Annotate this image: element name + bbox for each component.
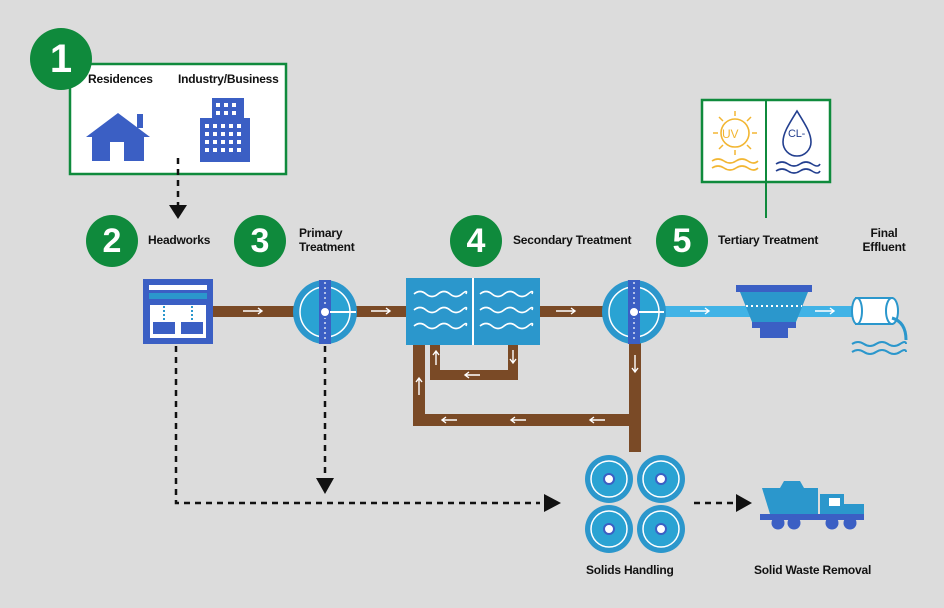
secondary-clarifier-icon xyxy=(602,280,666,344)
primary-treatment-label-line2: Treatment xyxy=(299,240,355,254)
dump-truck-icon xyxy=(760,481,864,530)
waste-arrowhead xyxy=(736,494,752,512)
step-1-badge: 1 xyxy=(30,28,92,90)
headworks-label: Headworks xyxy=(148,233,211,247)
primary-clarifier-icon xyxy=(293,280,357,344)
effluent-flow-arrows xyxy=(690,307,836,315)
step-5-badge: 5 xyxy=(656,215,708,267)
final-effluent-label-line1: Final xyxy=(870,226,898,240)
flow-arrows xyxy=(243,307,639,424)
residences-label: Residences xyxy=(88,72,153,86)
return-sludge-loop xyxy=(413,340,641,452)
step-2-badge: 2 xyxy=(86,215,138,267)
step-4-badge: 4 xyxy=(450,215,502,267)
influent-arrowhead xyxy=(169,205,187,219)
solids-digester xyxy=(585,505,633,553)
tertiary-treatment-label: Tertiary Treatment xyxy=(718,233,819,247)
aeration-basin-icon xyxy=(406,278,540,345)
secondary-treatment-label: Secondary Treatment xyxy=(513,233,632,247)
sludge-dashed-lines xyxy=(174,346,736,505)
step-3-badge: 3 xyxy=(234,215,286,267)
outfall-pipe-icon xyxy=(851,297,908,341)
building-icon xyxy=(200,98,250,162)
tertiary-filter-icon xyxy=(736,285,812,338)
chlorine-drop-icon xyxy=(775,109,821,174)
headworks-icon xyxy=(143,279,213,344)
uv-label: UV xyxy=(722,127,739,141)
chlorine-label: CL- xyxy=(788,128,806,140)
solid-waste-removal-label: Solid Waste Removal xyxy=(754,563,872,577)
solids-digester xyxy=(637,505,685,553)
industry-label: Industry/Business xyxy=(178,72,279,86)
uv-sun-icon xyxy=(711,111,759,171)
primary-treatment-label-line1: Primary xyxy=(299,226,343,240)
sludge-arrowhead xyxy=(544,494,561,512)
solids-digester xyxy=(637,455,685,503)
solids-handling-icon xyxy=(585,455,685,553)
primary-sludge-arrowhead xyxy=(316,478,334,494)
inner-recirculation-loop xyxy=(430,340,518,380)
final-effluent-label-line2: Effluent xyxy=(862,240,906,254)
solids-handling-label: Solids Handling xyxy=(586,563,674,577)
solids-digester xyxy=(585,455,633,503)
receiving-water-icon xyxy=(851,341,907,355)
house-icon xyxy=(86,113,150,161)
